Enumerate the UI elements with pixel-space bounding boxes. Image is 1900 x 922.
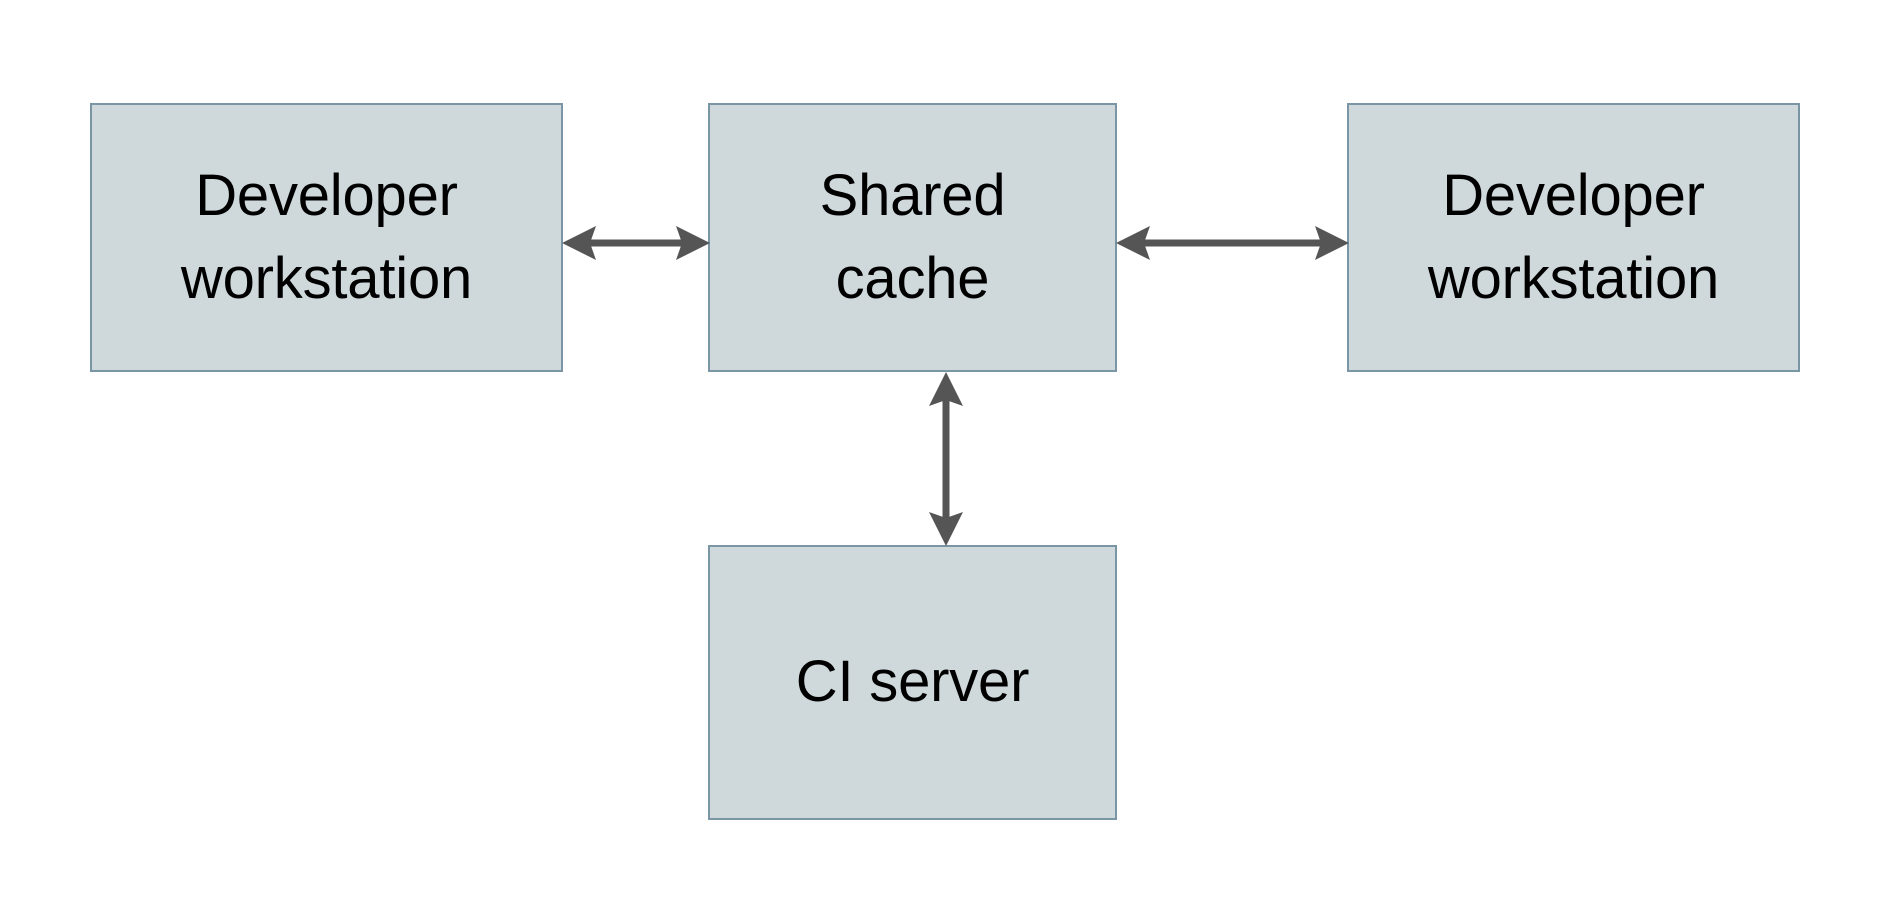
edge-dev-left-to-shared-cache[interactable] [560,212,712,274]
edge-shared-cache-to-ci-server[interactable] [915,370,977,548]
node-developer-workstation-right[interactable]: Developer workstation [1347,103,1800,372]
node-label: Shared cache [819,163,1006,311]
node-developer-workstation-left[interactable]: Developer workstation [90,103,563,372]
node-ci-server[interactable]: CI server [708,545,1117,820]
node-label: Developer workstation [1427,163,1720,311]
node-label: Developer workstation [180,163,473,311]
node-shared-cache[interactable]: Shared cache [708,103,1117,372]
node-label: CI server [795,649,1030,715]
edge-shared-cache-to-dev-right[interactable] [1114,212,1351,274]
